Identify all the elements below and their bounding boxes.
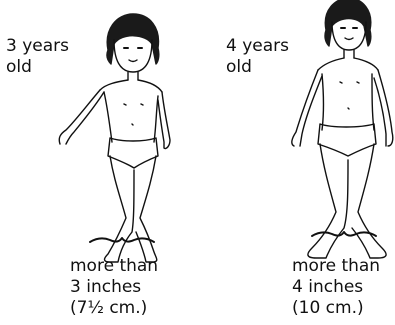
hair	[107, 14, 159, 64]
measurement-label-3-years: more than 3 inches (7½ cm.)	[70, 256, 158, 319]
age-label-line: old	[226, 57, 289, 78]
torso	[100, 80, 162, 142]
measurement-line: (10 cm.)	[292, 298, 380, 319]
measurement-line: more than	[70, 256, 158, 277]
measurement-line: more than	[292, 256, 380, 277]
age-label-line: 3 years	[6, 36, 69, 57]
face	[332, 22, 366, 50]
measurement-line: (7½ cm.)	[70, 298, 158, 319]
age-label-line: 4 years	[226, 36, 289, 57]
measurement-line: 3 inches	[70, 277, 158, 298]
underpants	[108, 138, 158, 168]
right-arm	[158, 92, 170, 149]
underpants	[318, 124, 376, 156]
measurement-line: 4 inches	[292, 277, 380, 298]
mouth	[129, 60, 137, 62]
measurement-label-4-years: more than 4 inches (10 cm.)	[292, 256, 380, 319]
age-label-3-years: 3 years old	[6, 36, 69, 78]
ankle-gap-brace	[312, 232, 376, 236]
ankle-gap-brace	[90, 238, 154, 242]
legs	[308, 144, 386, 258]
mouth	[345, 38, 353, 40]
age-label-4-years: 4 years old	[226, 36, 289, 78]
left-arm	[292, 70, 322, 146]
torso	[318, 58, 378, 130]
left-arm	[59, 90, 104, 144]
child-figure-4-years	[292, 0, 393, 258]
age-label-line: old	[6, 57, 69, 78]
right-arm	[374, 70, 393, 146]
child-figure-3-years	[59, 14, 170, 262]
legs	[105, 156, 157, 262]
face	[114, 40, 152, 72]
